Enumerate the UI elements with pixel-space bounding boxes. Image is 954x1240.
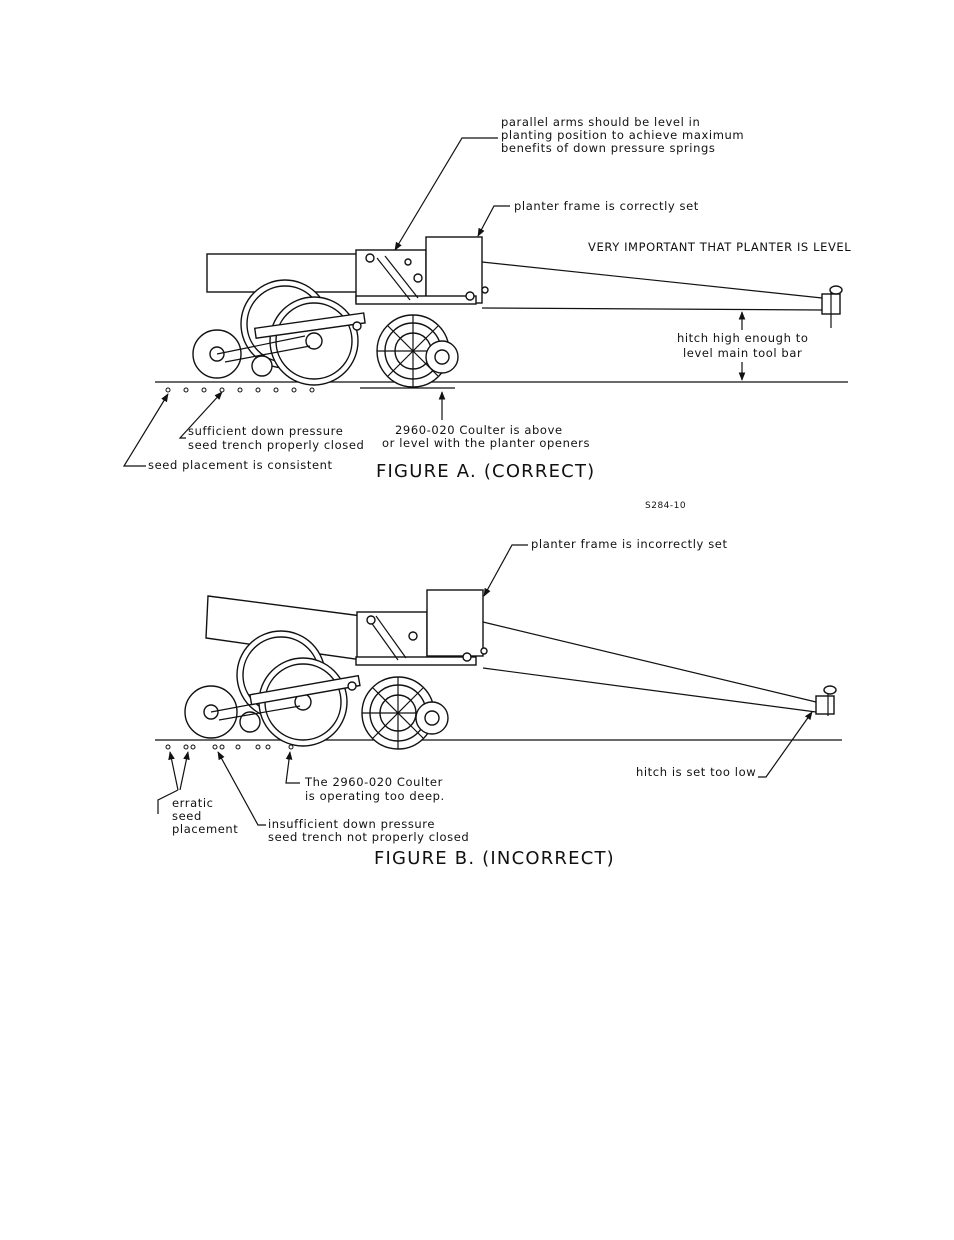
drawing-code: S284-10	[645, 501, 686, 511]
leader-pressure-b	[217, 751, 266, 826]
callout-coulter-a-1: 2960-020 Coulter is above	[395, 423, 563, 437]
figure-a: parallel arms should be level in plantin…	[122, 115, 851, 511]
callout-parallel-arms-3: benefits of down pressure springs	[501, 141, 716, 155]
callout-frame-a: planter frame is correctly set	[514, 199, 699, 213]
planter-frame-a	[206, 236, 489, 305]
leader-hitch-b	[758, 711, 813, 778]
callout-level: VERY IMPORTANT THAT PLANTER IS LEVEL	[588, 240, 851, 254]
hitch-tongue-b	[482, 621, 837, 716]
coulter-a	[376, 314, 459, 388]
leader-seed-b-1	[168, 751, 179, 791]
callout-coulter-a-2: or level with the planter openers	[382, 436, 590, 450]
planter-frame-b	[205, 589, 488, 666]
caption-figure-b: FIGURE B. (INCORRECT)	[374, 848, 615, 869]
callout-pressure-a-2: seed trench properly closed	[188, 438, 364, 452]
disc-opener-b	[210, 657, 361, 747]
callout-seed-a: seed placement is consistent	[148, 458, 333, 472]
callout-hitch-b: hitch is set too low	[636, 765, 756, 779]
seed-row-a	[165, 387, 315, 393]
leader-seed-b-base	[157, 789, 179, 814]
leader-parallel-arms	[394, 137, 498, 251]
leader-coulter-b	[285, 751, 300, 784]
leader-pressure-a	[178, 391, 223, 439]
callout-seed-b-3: placement	[172, 822, 238, 836]
disc-opener-a	[216, 296, 366, 386]
callout-pressure-a-1: sufficient down pressure	[188, 424, 343, 438]
callout-parallel-arms-1: parallel arms should be level in	[501, 115, 700, 129]
callout-seed-b-1: erratic	[172, 796, 214, 810]
seed-row-b	[165, 744, 294, 750]
caption-figure-a: FIGURE A. (CORRECT)	[376, 461, 595, 482]
leader-seed-b-2	[179, 751, 190, 791]
callout-parallel-arms-2: planting position to achieve maximum	[501, 128, 744, 142]
callout-frame-b: planter frame is incorrectly set	[531, 537, 728, 551]
figure-b: planter frame is incorrectly set The 296…	[155, 537, 842, 869]
callout-seed-b-2: seed	[172, 809, 202, 823]
callout-pressure-b-1: insufficient down pressure	[268, 817, 435, 831]
coulter-b	[361, 676, 449, 750]
leader-frame-b	[483, 544, 528, 597]
callout-coulter-b-1: The 2960-020 Coulter	[304, 775, 443, 789]
hitch-tongue-a	[481, 261, 843, 328]
callout-hitch-a-1: hitch high enough to	[677, 331, 808, 345]
callout-coulter-b-2: is operating too deep.	[305, 789, 445, 803]
callout-hitch-a-2: level main tool bar	[683, 346, 802, 360]
leader-seed-a	[122, 393, 169, 467]
callout-pressure-b-2: seed trench not properly closed	[268, 830, 469, 844]
leader-frame-a	[477, 205, 510, 237]
